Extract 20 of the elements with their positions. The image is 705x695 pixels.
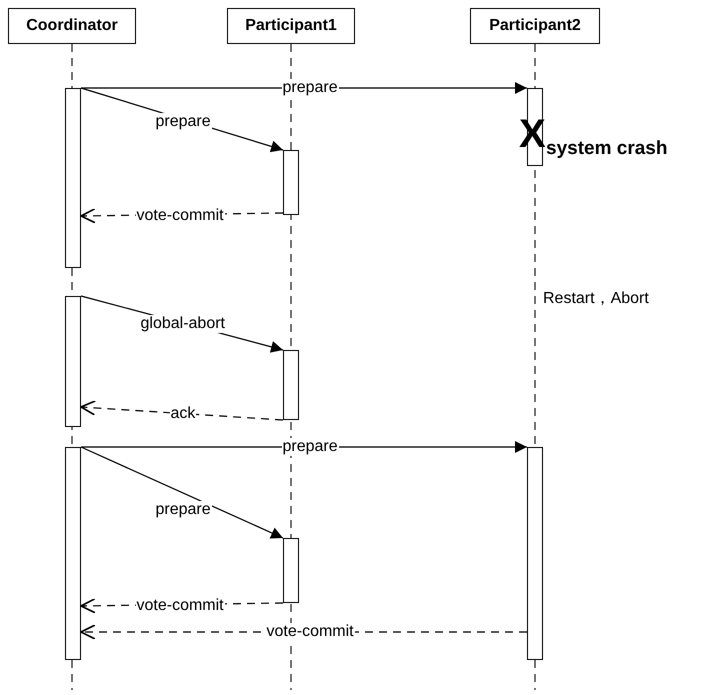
activation-bar	[283, 350, 299, 420]
activation-bar	[283, 538, 299, 603]
edge-label: prepare	[154, 113, 212, 131]
message-arrow	[80, 446, 284, 539]
activation-bar	[65, 88, 81, 268]
note-text: Restart，Abort	[543, 289, 649, 309]
activation-bar	[65, 447, 81, 660]
edge-label: global-abort	[140, 315, 226, 333]
participant-box: Participant2	[470, 8, 600, 44]
edge-label: prepare	[282, 438, 339, 456]
activation-bar	[283, 150, 299, 215]
note-text: system crash	[546, 138, 668, 160]
participant-box: Participant1	[227, 8, 355, 44]
activation-bar	[527, 447, 543, 660]
edge-label: vote-commit	[266, 623, 355, 641]
activation-bar	[65, 296, 81, 427]
edge-label: prepare	[154, 501, 212, 519]
participant-box: Coordinator	[8, 8, 136, 44]
edge-label: prepare	[282, 79, 339, 97]
message-arrow	[80, 400, 284, 421]
